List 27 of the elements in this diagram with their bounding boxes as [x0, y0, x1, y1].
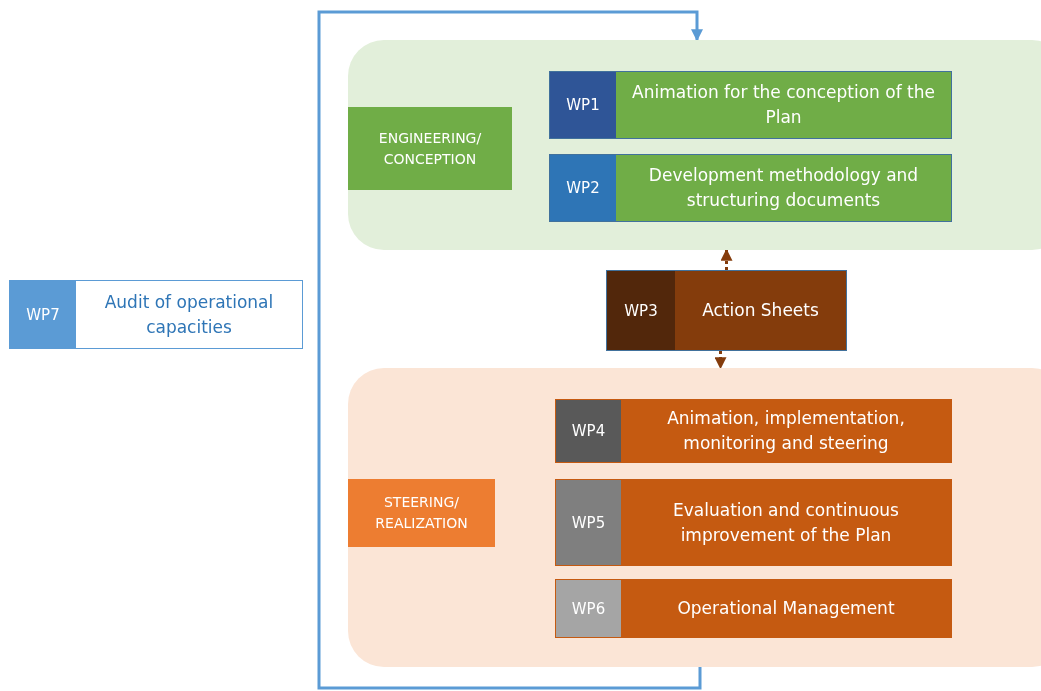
group-panel [348, 368, 1041, 667]
package-title: Development methodology and structuring documents [616, 155, 951, 221]
phase-label: STEERING/ REALIZATION [348, 479, 495, 547]
work-package-card [549, 154, 952, 222]
arrow [317, 10, 703, 690]
package-code: WP1 [550, 72, 616, 138]
phase-label: ENGINEERING/ CONCEPTION [348, 107, 512, 190]
group-panel [348, 40, 1041, 250]
package-title: Animation for the conception of the Plan [616, 72, 951, 138]
package-title: Animation, implementation, monitoring and steering [621, 400, 951, 462]
package-code: WP6 [556, 580, 621, 637]
work-package-card [555, 479, 952, 566]
work-package-card [555, 579, 952, 638]
work-package-card [555, 399, 952, 463]
work-package-card [9, 280, 303, 349]
work-package-card [606, 270, 847, 351]
package-code: WP2 [550, 155, 616, 221]
package-code: WP7 [10, 281, 76, 348]
package-code: WP4 [556, 400, 621, 462]
work-package-card [549, 71, 952, 139]
package-title: Action Sheets [675, 271, 846, 350]
package-title: Operational Management [621, 580, 951, 637]
package-code: WP3 [607, 271, 675, 350]
arrow [714, 351, 727, 370]
arrow [720, 248, 733, 270]
package-code: WP5 [556, 480, 621, 565]
package-title: Evaluation and continuous improvement of the Plan [621, 480, 951, 565]
